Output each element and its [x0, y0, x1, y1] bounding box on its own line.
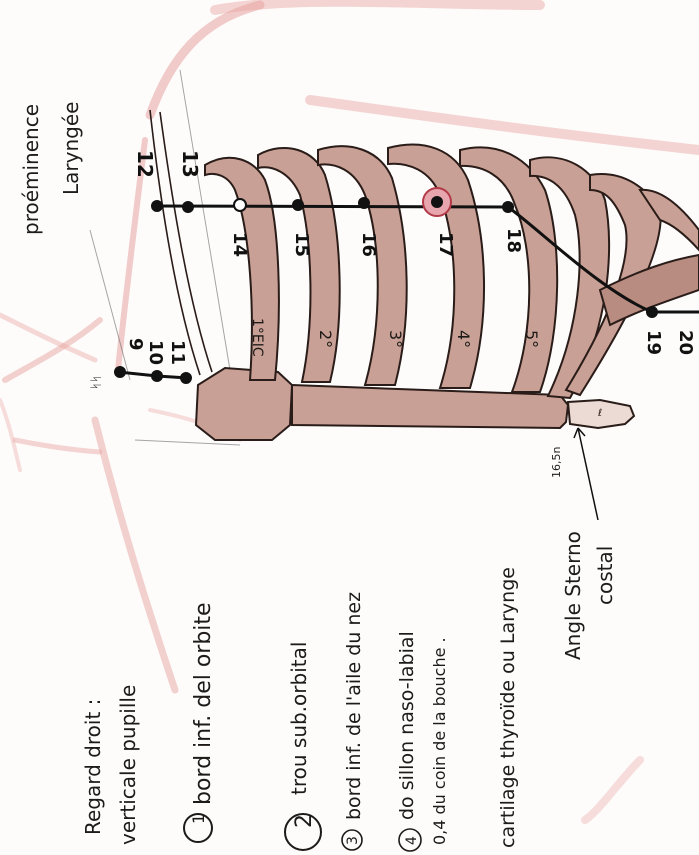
point-12 — [151, 200, 163, 212]
note-1-number: 1 — [189, 814, 208, 824]
larynx-annotation: proéminence Laryngée — [19, 102, 83, 235]
label-15: 15 — [291, 232, 312, 257]
point-14 — [234, 199, 246, 211]
angle-line-1: Angle Sterno — [561, 531, 585, 660]
label-12: 12 — [133, 150, 157, 178]
point-17 — [431, 196, 443, 208]
note-2-number: 2 — [292, 814, 317, 828]
rib-label-5: 5° — [522, 330, 541, 348]
label-11: 11 — [167, 340, 188, 365]
label-16: 16 — [358, 232, 379, 257]
point-10 — [151, 370, 163, 382]
rib-label-4: 4° — [454, 330, 473, 348]
label-18: 18 — [503, 228, 524, 253]
small-mark: ᛋᛋ — [89, 376, 103, 390]
point-19 — [646, 306, 658, 318]
point-15 — [292, 199, 304, 211]
point-16 — [358, 197, 370, 209]
label-17: 17 — [435, 232, 456, 257]
label-13: 13 — [178, 150, 202, 178]
point-13 — [182, 201, 194, 213]
angle-line-2: costal — [593, 546, 617, 605]
rib-label-3: 3° — [386, 330, 405, 348]
angle-note: 16,5n — [550, 447, 563, 478]
proeminence-text: proéminence — [19, 104, 43, 235]
note-regard-line2: verticale pupille — [116, 685, 140, 845]
rib-label-1: 1°EIC — [249, 318, 265, 357]
note-3-number: 3 — [345, 836, 361, 845]
note-2-text: trou sub.orbital — [287, 642, 311, 795]
note-4-line2: 0,4 du coin de la bouche . — [430, 637, 449, 845]
ribs — [205, 145, 699, 398]
rib-label-2: 2° — [316, 330, 335, 348]
laryngee-text: Laryngée — [59, 102, 83, 195]
label-19: 19 — [643, 330, 664, 355]
point-11 — [180, 372, 192, 384]
label-10: 10 — [145, 340, 166, 365]
label-20: 20 — [675, 330, 696, 355]
label-14: 14 — [229, 232, 250, 257]
svg-text:ℓ: ℓ — [598, 408, 602, 419]
point-9 — [114, 366, 126, 378]
note-3-text: bord inf. de l'aile du nez — [343, 592, 365, 820]
point-18 — [502, 201, 514, 213]
label-9: 9 — [125, 338, 146, 351]
note-4-number: 4 — [404, 836, 420, 845]
note-cartilage: cartilage thyroïde ou Larynge — [497, 567, 519, 848]
angle-annotation: 16,5n Angle Sterno costal — [550, 428, 617, 660]
note-1-text: bord inf. del orbite — [191, 602, 216, 805]
note-regard-line1: Regard droit : — [81, 699, 105, 835]
rib-1 — [205, 158, 279, 380]
note-4-line1: do sillon naso-labial — [396, 631, 418, 820]
